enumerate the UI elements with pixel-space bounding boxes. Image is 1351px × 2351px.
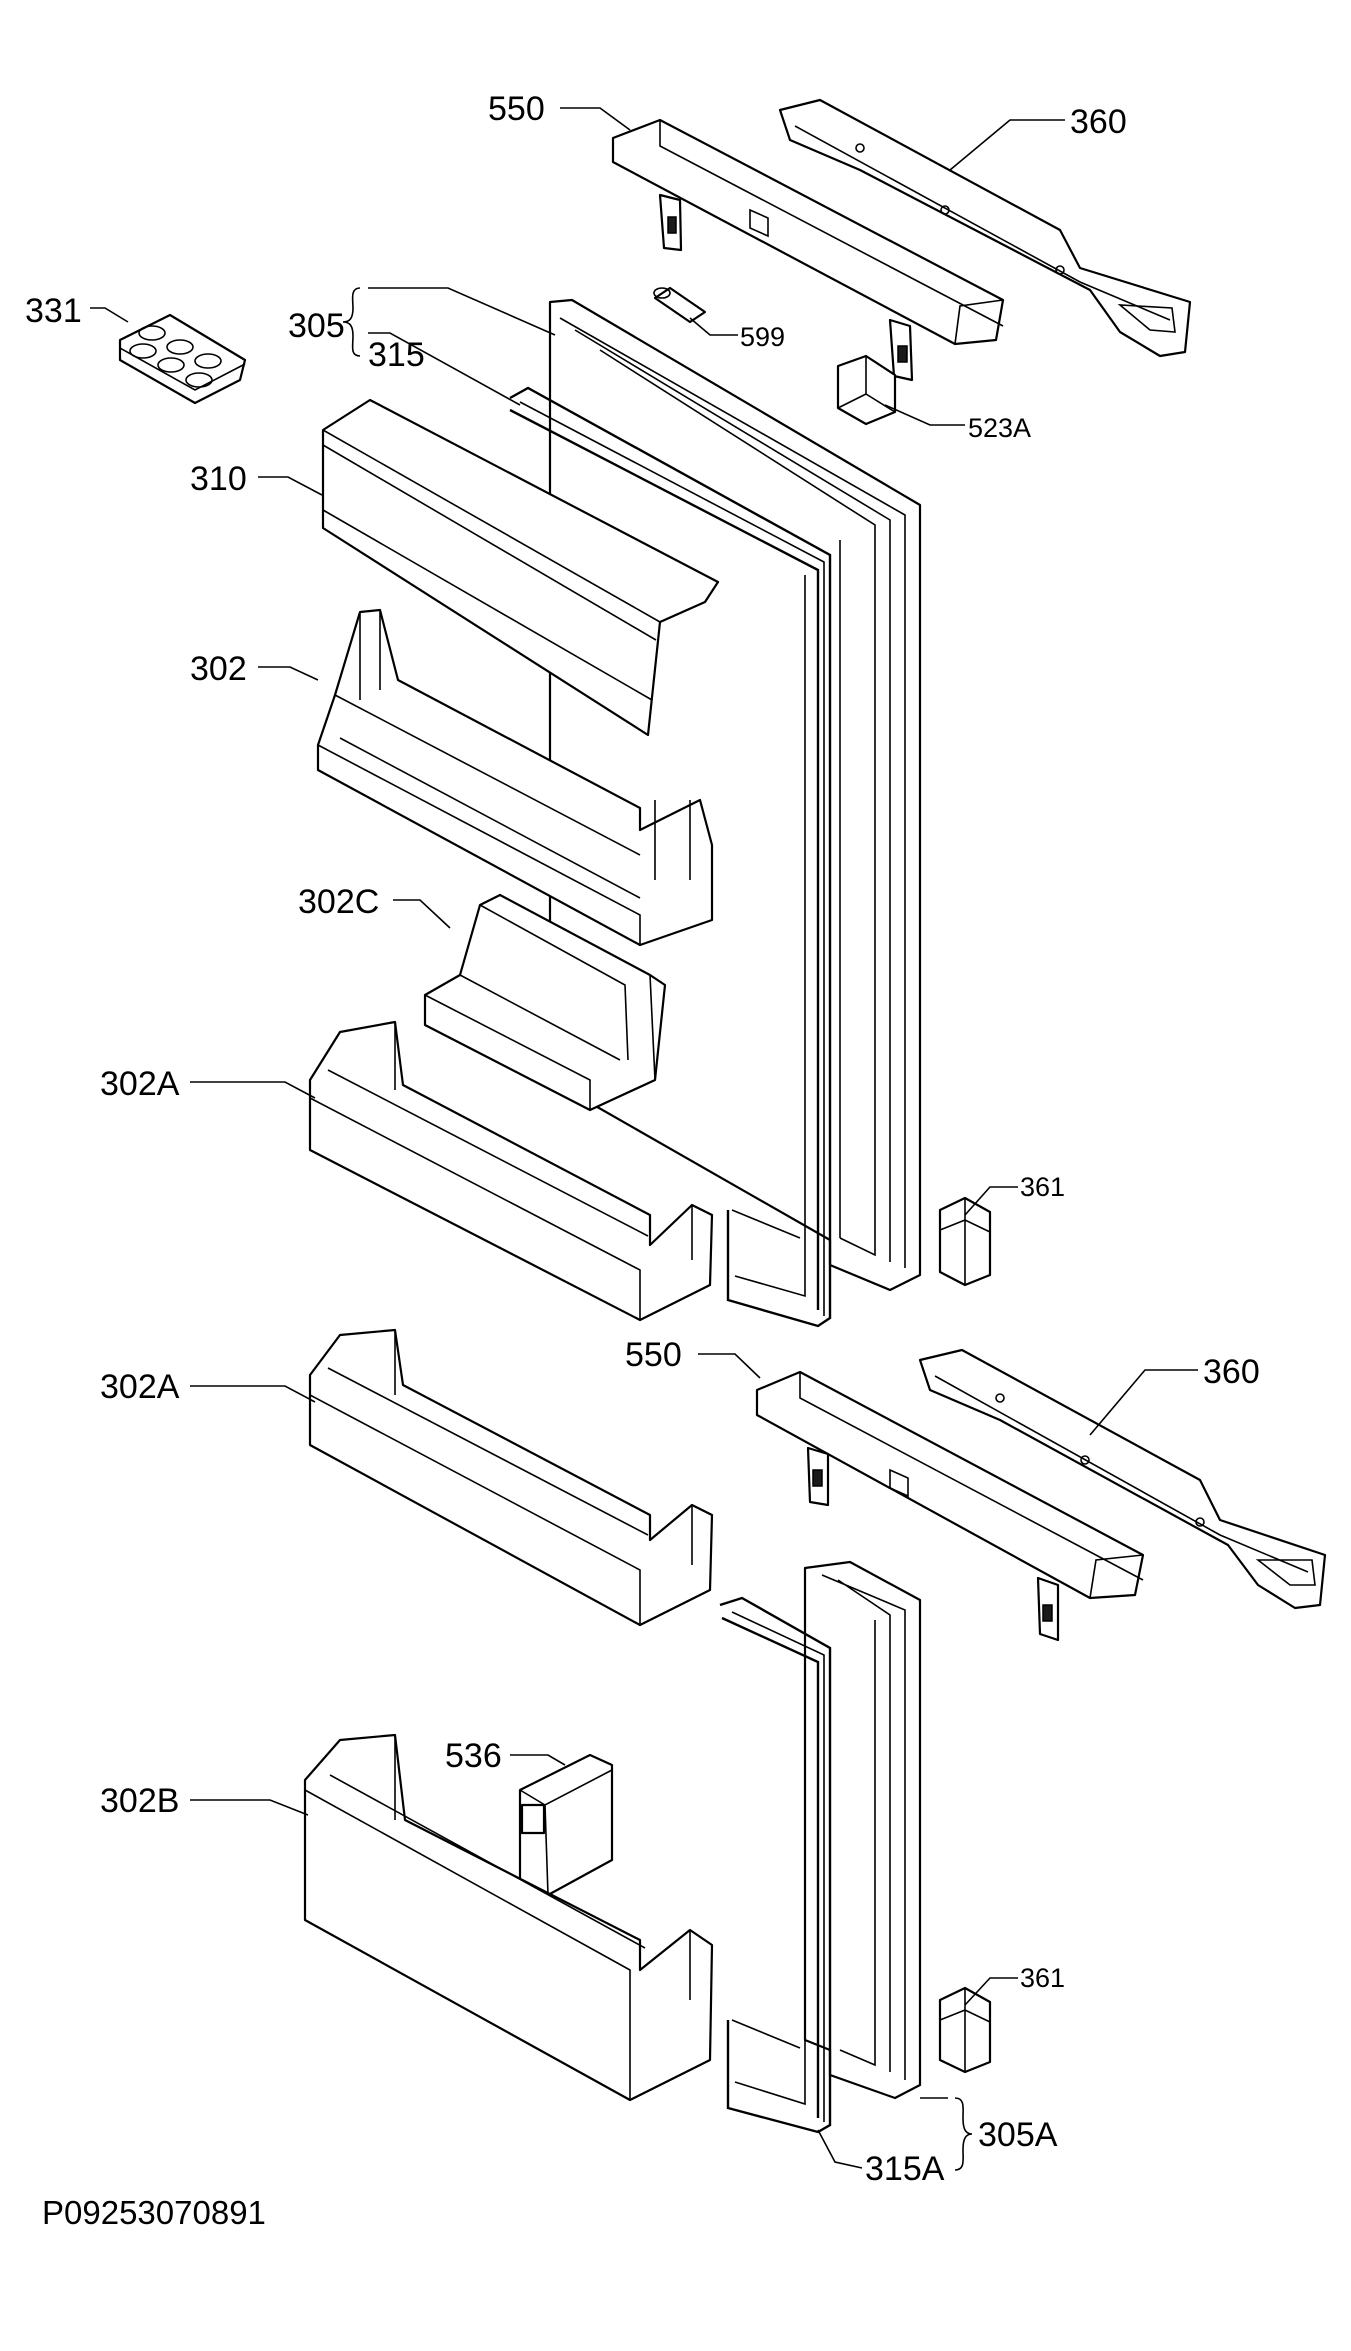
part-523A-clip <box>836 354 897 426</box>
label-302A-bottom: 302A <box>100 1368 180 1406</box>
part-305A-lower-door-frame <box>803 1560 922 2100</box>
diagram-reference-code: P09253070891 <box>42 2194 266 2231</box>
label-361-top: 361 <box>1020 1172 1065 1202</box>
part-360-top-hinge-bracket <box>778 98 1192 358</box>
part-302B-large-bin <box>303 1733 714 2102</box>
part-331-egg-tray <box>118 313 247 405</box>
label-305A: 305A <box>978 2116 1058 2154</box>
label-550-bottom: 550 <box>625 1336 682 1374</box>
callout-labels: 550 360 331 305 315 599 523A 310 302 302… <box>25 90 1260 2231</box>
part-361-top-hinge-cap <box>938 1196 992 1287</box>
part-302-door-shelf <box>316 608 714 947</box>
label-302: 302 <box>190 650 247 688</box>
part-302C-small-bin <box>423 893 667 1112</box>
label-331: 331 <box>25 292 82 330</box>
label-305: 305 <box>288 307 345 345</box>
label-523A: 523A <box>968 413 1031 443</box>
label-302C: 302C <box>298 883 379 921</box>
part-302A-lower-bottle-rack <box>308 1328 714 1627</box>
label-302A-top: 302A <box>100 1065 180 1103</box>
label-315A: 315A <box>865 2150 945 2188</box>
part-550-lower-hinge-cover <box>755 1370 1145 1642</box>
part-599-pin <box>653 286 707 324</box>
label-302B: 302B <box>100 1782 179 1820</box>
label-536: 536 <box>445 1737 502 1775</box>
part-536-insert <box>518 1753 614 1897</box>
part-550-top-hinge-cover <box>611 118 1005 382</box>
label-599: 599 <box>740 322 785 352</box>
part-360-lower-hinge-bracket <box>918 1348 1327 1610</box>
label-361-bottom: 361 <box>1020 1963 1065 1993</box>
leader-lines <box>90 107 1198 2171</box>
part-315-upper-gasket <box>509 386 832 1328</box>
label-360-top: 360 <box>1070 103 1127 141</box>
part-315A-lower-gasket <box>719 1596 832 2134</box>
part-302A-upper-bottle-rack <box>308 1020 714 1322</box>
label-360-bottom: 360 <box>1203 1353 1260 1391</box>
part-361-bottom-hinge-cap <box>938 1986 992 2074</box>
label-315: 315 <box>368 336 425 374</box>
label-550-top: 550 <box>488 90 545 128</box>
label-310: 310 <box>190 460 247 498</box>
part-310-dairy-lid <box>321 398 720 737</box>
